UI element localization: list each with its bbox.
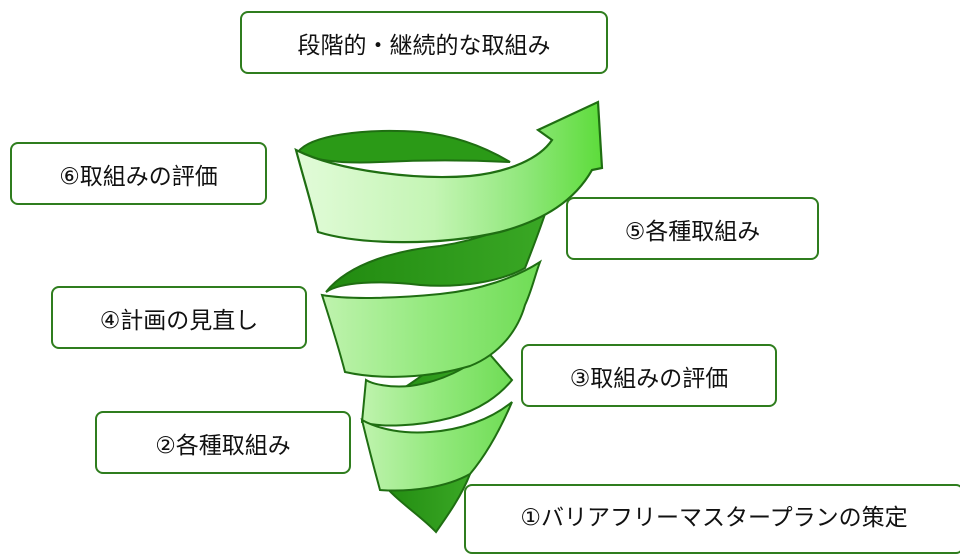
step-4-label: ④計画の見直し bbox=[99, 307, 259, 334]
step-5-label: ⑤各種取組み bbox=[624, 218, 761, 245]
ribbon-band-middle bbox=[320, 259, 543, 378]
box-step-2: ②各種取組み bbox=[95, 411, 351, 474]
ribbon-band-top bbox=[294, 100, 604, 244]
box-continuous-efforts: 段階的・継続的な取組み bbox=[240, 11, 608, 74]
ribbon-back-middle bbox=[325, 202, 550, 293]
box-step-1: ①バリアフリーマスタープランの策定 bbox=[464, 484, 960, 554]
box-step-5: ⑤各種取組み bbox=[566, 197, 819, 260]
step-1-label: ①バリアフリーマスタープランの策定 bbox=[520, 505, 908, 531]
ribbon-band-lower bbox=[360, 348, 514, 427]
step-2-label: ②各種取組み bbox=[155, 432, 291, 459]
box-step-6: ⑥取組みの評価 bbox=[10, 142, 267, 205]
continuous-efforts-label: 段階的・継続的な取組み bbox=[297, 32, 551, 59]
box-step-4: ④計画の見直し bbox=[51, 286, 307, 349]
ribbon-band-lowest bbox=[360, 401, 513, 492]
step-3-label: ③取組みの評価 bbox=[569, 365, 729, 392]
step-6-label: ⑥取組みの評価 bbox=[59, 163, 218, 190]
ribbon-back-top bbox=[296, 129, 511, 164]
box-step-3: ③取組みの評価 bbox=[521, 344, 777, 407]
